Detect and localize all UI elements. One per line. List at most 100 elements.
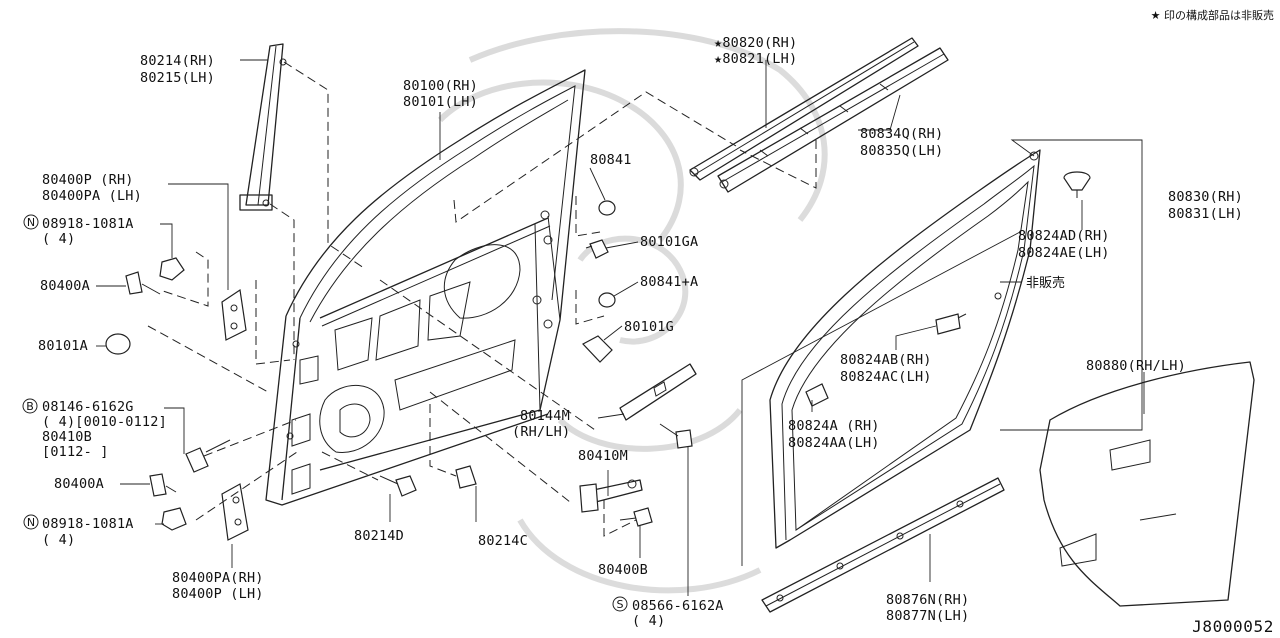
- bolt-80400a-lower-drawing: [149, 473, 177, 497]
- svg-text:80400B: 80400B: [598, 562, 648, 578]
- svg-text:80101(LH): 80101(LH): [403, 94, 478, 110]
- label-80880: 80880(RH/LH): [1086, 358, 1186, 374]
- clip-80824ad-drawing: [1063, 171, 1091, 198]
- svg-text:80877N(LH): 80877N(LH): [886, 608, 969, 624]
- label-80824a: 80824A (RH) 80824AA(LH): [788, 418, 880, 451]
- clip-80101ga-drawing: [585, 239, 609, 259]
- leader-lines: [96, 59, 1145, 596]
- clip-80214d-drawing: [379, 475, 417, 497]
- svg-text:80400A: 80400A: [54, 476, 104, 492]
- sash-bar-80214-drawing: [239, 43, 287, 211]
- check-link-80410m-drawing: [579, 479, 643, 513]
- svg-text:08918-1081A: 08918-1081A: [42, 516, 134, 532]
- svg-text:80410M: 80410M: [578, 448, 628, 464]
- sill-strip-80876-drawing: [761, 477, 1005, 613]
- svg-text:80830(RH): 80830(RH): [1168, 189, 1243, 205]
- svg-text:80841+A: 80841+A: [640, 274, 698, 290]
- footnote-text: ★ 印の構成部品は非販売: [1151, 8, 1274, 22]
- label-80400pa: 80400PA(RH) 80400P (LH): [172, 570, 264, 602]
- svg-text:S: S: [617, 598, 624, 611]
- label-80824ab: 80824AB(RH) 80824AC(LH): [840, 352, 932, 385]
- svg-text:80214(RH): 80214(RH): [140, 53, 215, 69]
- label-08566: S 08566-6162A ( 4): [612, 596, 724, 629]
- svg-text:80834Q(RH): 80834Q(RH): [860, 126, 943, 142]
- svg-text:80824A (RH): 80824A (RH): [788, 418, 880, 434]
- clip-80101g-drawing: [582, 335, 613, 363]
- weatherstrip-80830-drawing: [769, 149, 1041, 549]
- label-80101a: 80101A: [38, 338, 88, 354]
- diagram-code: J8000052: [1192, 617, 1274, 636]
- svg-text:80144M: 80144M: [520, 408, 570, 424]
- svg-text:(RH/LH): (RH/LH): [512, 424, 570, 440]
- label-80100: 80100(RH) 80101(LH): [403, 78, 478, 110]
- bolt-80400b-drawing: [619, 507, 653, 527]
- bracket-80144m-drawing: [619, 363, 697, 421]
- label-80841a: 80841+A: [640, 274, 698, 290]
- label-08918-lower: N 08918-1081A ( 4): [23, 514, 134, 548]
- svg-text:( 4): ( 4): [42, 532, 75, 548]
- watermark-emblem: [437, 28, 828, 594]
- svg-text:80215(LH): 80215(LH): [140, 70, 215, 86]
- svg-text:80214D: 80214D: [354, 528, 404, 544]
- label-80101ga: 80101GA: [640, 234, 698, 250]
- label-hihanbai: 非販売: [1026, 275, 1065, 291]
- nut-08918-lower-drawing: [161, 507, 187, 531]
- svg-text:80214C: 80214C: [478, 533, 528, 549]
- svg-text:08566-6162A: 08566-6162A: [632, 598, 724, 614]
- plug-80101a-drawing: [105, 333, 131, 355]
- label-80841: 80841: [590, 152, 632, 168]
- label-80214: 80214(RH) 80215(LH): [140, 53, 215, 86]
- label-80144m: 80144M (RH/LH): [512, 408, 570, 440]
- svg-text:80824AE(LH): 80824AE(LH): [1018, 245, 1110, 261]
- clip-80841a-drawing: [598, 292, 616, 308]
- bolt-80400a-upper-drawing: [125, 271, 161, 295]
- svg-text:( 4): ( 4): [42, 231, 75, 247]
- door-shell-80100-drawing: [265, 69, 586, 506]
- svg-text:( 4): ( 4): [632, 613, 665, 629]
- svg-text:[0112- ]: [0112- ]: [42, 444, 109, 460]
- svg-text:80400PA(RH): 80400PA(RH): [172, 570, 264, 586]
- svg-text:80400P (LH): 80400P (LH): [172, 586, 264, 602]
- svg-text:80841: 80841: [590, 152, 632, 168]
- svg-text:80400A: 80400A: [40, 278, 90, 294]
- label-08146: B 08146-6162G ( 4)[0010-0112] 80410B [01…: [22, 398, 167, 460]
- svg-text:08146-6162G: 08146-6162G: [42, 399, 134, 415]
- label-80400a-lower: 80400A: [54, 476, 104, 492]
- svg-text:N: N: [27, 516, 35, 529]
- dashed-guide-lines: [147, 61, 817, 537]
- svg-text:80100(RH): 80100(RH): [403, 78, 478, 94]
- svg-text:80101GA: 80101GA: [640, 234, 698, 250]
- svg-text:80101G: 80101G: [624, 319, 674, 335]
- label-80410m: 80410M: [578, 448, 628, 464]
- hinge-lower-80400pa-drawing: [221, 483, 249, 541]
- label-80820: ★80820(RH) ★80821(LH): [714, 35, 797, 67]
- moulding-80820-drawing: [689, 37, 949, 193]
- svg-text:80410B: 80410B: [42, 429, 92, 445]
- label-08918-upper: N 08918-1081A ( 4): [23, 214, 134, 247]
- svg-text:80824AB(RH): 80824AB(RH): [840, 352, 932, 368]
- svg-text:★80821(LH): ★80821(LH): [714, 51, 797, 67]
- clip-80824a-drawing: [805, 383, 829, 407]
- clip-80824ab-drawing: [935, 313, 967, 335]
- bolt-08146-drawing: [185, 439, 231, 473]
- svg-text:80400PA (LH): 80400PA (LH): [42, 188, 142, 204]
- label-80400b: 80400B: [598, 562, 648, 578]
- nut-08918-upper-drawing: [159, 257, 185, 281]
- clip-80214c-drawing: [455, 465, 477, 489]
- sealing-screen-80880-drawing: [1039, 361, 1255, 607]
- label-80400a-upper: 80400A: [40, 278, 90, 294]
- svg-text:80824AD(RH): 80824AD(RH): [1018, 228, 1110, 244]
- svg-text:80400P (RH): 80400P (RH): [42, 172, 134, 188]
- svg-text:80824AA(LH): 80824AA(LH): [788, 435, 880, 451]
- label-80101g: 80101G: [624, 319, 674, 335]
- clip-80841-drawing: [598, 200, 616, 216]
- svg-text:80876N(RH): 80876N(RH): [886, 592, 969, 608]
- label-80876: 80876N(RH) 80877N(LH): [886, 592, 969, 624]
- svg-text:非販売: 非販売: [1026, 275, 1065, 291]
- svg-text:80835Q(LH): 80835Q(LH): [860, 143, 943, 159]
- svg-text:( 4)[0010-0112]: ( 4)[0010-0112]: [42, 414, 167, 430]
- svg-text:08918-1081A: 08918-1081A: [42, 216, 134, 232]
- svg-text:★80820(RH): ★80820(RH): [714, 35, 797, 51]
- screw-08566-drawing: [659, 423, 693, 449]
- svg-text:N: N: [27, 216, 35, 229]
